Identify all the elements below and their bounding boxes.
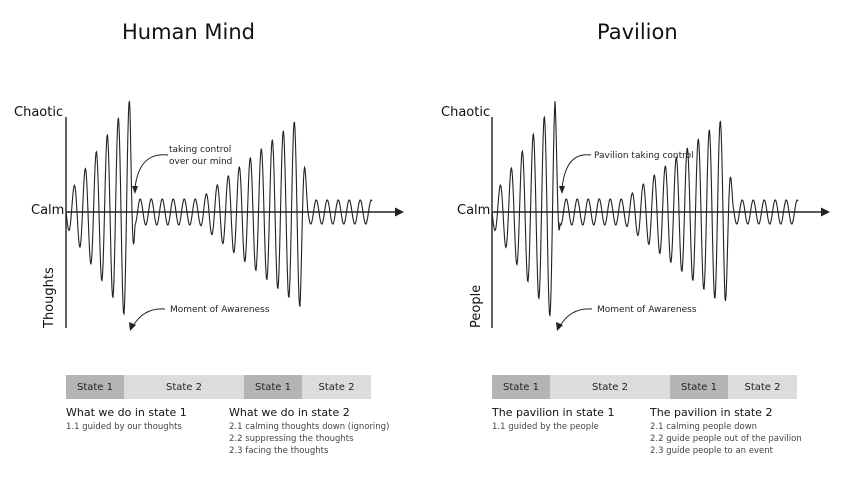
panel-title: Human Mind <box>122 20 256 44</box>
list-item: 2.2 suppressing the thoughts <box>229 434 354 444</box>
annotation-arrow <box>132 308 166 327</box>
annotation-arrow <box>134 154 169 189</box>
y-label-chaotic: Chaotic <box>14 105 64 120</box>
list-item: 2.1 calming thoughts down (ignoring) <box>229 422 390 432</box>
state2-heading: What we do in state 2 <box>229 406 350 419</box>
state1-heading: The pavilion in state 1 <box>492 406 615 419</box>
arrow-head-icon <box>556 322 563 331</box>
annotation-awareness: Moment of Awareness <box>597 305 697 315</box>
annotation-arrow <box>561 154 592 189</box>
state-segment: State 1 <box>670 375 728 399</box>
state2-description: The pavilion in state 2 2.1 calming peop… <box>650 406 802 457</box>
state1-description: What we do in state 1 1.1 guided by our … <box>66 406 187 433</box>
panel-title: Pavilion <box>597 20 678 44</box>
state-segment: State 2 <box>302 375 371 399</box>
y-label-calm: Calm <box>457 203 491 218</box>
annotation-control: Pavilion taking control <box>594 151 694 161</box>
state1-description: The pavilion in state 1 1.1 guided by th… <box>492 406 614 433</box>
y-label-calm: Calm <box>31 203 65 218</box>
state2-heading: The pavilion in state 2 <box>650 406 773 419</box>
wave-diagram: Pavilion taking control Moment of Awaren… <box>491 101 830 331</box>
list-item: 2.3 guide people to an event <box>650 446 773 456</box>
annotation-awareness: Moment of Awareness <box>170 305 270 315</box>
thought-wave <box>65 100 373 316</box>
x-axis-arrow-icon <box>821 207 830 217</box>
list-item: 2.3 facing the thoughts <box>229 446 329 456</box>
state-bar: State 1 State 2 State 1 State 2 <box>492 375 797 399</box>
state-segment: State 2 <box>124 375 244 399</box>
wave-diagram: taking control over our mind Moment of A… <box>65 100 404 331</box>
arrow-head-icon <box>132 186 138 194</box>
state-segment: State 2 <box>550 375 670 399</box>
annotation-control-line2: over our mind <box>169 157 232 167</box>
arrow-head-icon <box>129 322 136 331</box>
annotation-arrow <box>559 308 593 327</box>
list-item: 1.1 guided by our thoughts <box>66 422 182 432</box>
state2-description: What we do in state 2 2.1 calming though… <box>229 406 389 457</box>
annotation-control-line1: taking control <box>169 145 231 155</box>
y-label-chaotic: Chaotic <box>441 105 491 120</box>
state-segment: State 2 <box>728 375 797 399</box>
state-segment: State 1 <box>492 375 550 399</box>
list-item: 2.2 guide people out of the pavilion <box>650 434 802 444</box>
pavilion-panel: Pavilion Chaotic Calm People Pavilion ta… <box>425 0 850 478</box>
state-segment: State 1 <box>66 375 124 399</box>
list-item: 2.1 calming people down <box>650 422 758 432</box>
arrow-head-icon <box>559 186 565 194</box>
people-wave <box>491 101 799 317</box>
x-axis-arrow-icon <box>395 207 404 217</box>
state-bar: State 1 State 2 State 1 State 2 <box>66 375 371 399</box>
list-item: 1.1 guided by the people <box>492 422 599 432</box>
state1-heading: What we do in state 1 <box>66 406 187 419</box>
human-mind-panel: Human Mind Chaotic Calm Thoughts taking … <box>14 20 404 457</box>
state-segment: State 1 <box>244 375 302 399</box>
